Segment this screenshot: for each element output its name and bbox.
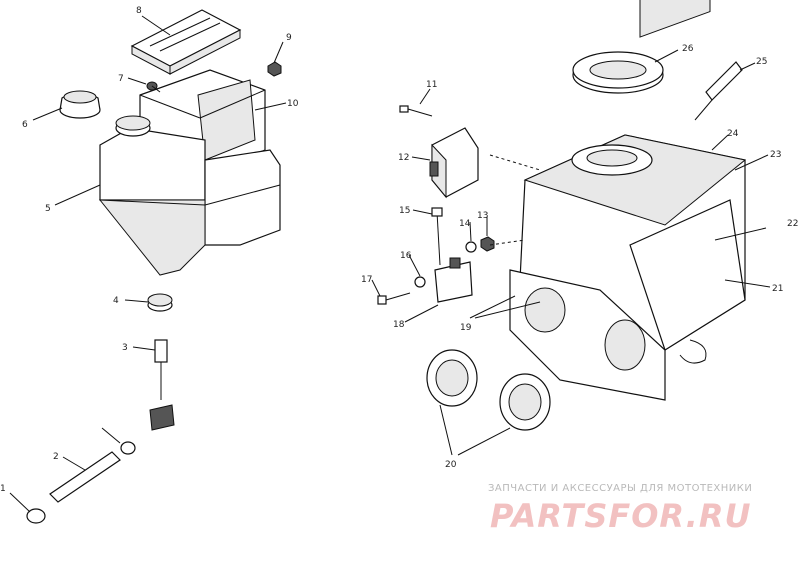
strap	[694, 61, 743, 121]
screw	[146, 81, 161, 93]
callout-13: 13	[477, 211, 488, 221]
callout-6: 6	[22, 120, 28, 130]
callout-10: 10	[287, 99, 299, 109]
callout-15: 15	[399, 206, 410, 216]
callout-20: 20	[445, 460, 457, 470]
callout-18: 18	[393, 320, 405, 330]
ignition-coil	[431, 207, 473, 303]
oil-tank	[98, 115, 281, 276]
leader-lines	[9, 15, 771, 513]
tank-cover	[130, 9, 242, 75]
callout-8: 8	[136, 6, 142, 16]
grommet	[147, 293, 173, 312]
nut	[480, 236, 495, 252]
hose-clamp	[26, 508, 46, 524]
callout-17: 17	[361, 275, 372, 285]
hose-clamp-upper	[120, 441, 136, 455]
intake-seal	[426, 349, 478, 407]
callout-14: 14	[459, 219, 471, 229]
washer	[465, 241, 477, 253]
callout-21: 21	[772, 284, 783, 294]
callout-3: 3	[122, 343, 128, 353]
airbox-seal	[572, 51, 664, 94]
oil-hose	[49, 451, 121, 503]
callout-12: 12	[398, 153, 409, 163]
callout-26: 26	[682, 44, 694, 54]
cdi-module	[429, 127, 479, 199]
oil-filter	[149, 339, 175, 431]
callout-7: 7	[118, 74, 124, 84]
washer	[414, 276, 426, 288]
callout-23: 23	[770, 150, 781, 160]
watermark-tagline: ЗАПЧАСТИ И АКСЕССУАРЫ ДЛЯ МОТОТЕХНИКИ	[488, 483, 753, 494]
callout-1: 1	[0, 484, 6, 494]
callout-22: 22	[787, 219, 798, 229]
tank-cap	[59, 90, 101, 119]
bolt	[399, 105, 433, 117]
callout-labels: 8 9 7 10 6 5 4 3 2 1 26 25 24 23 22 21 1…	[0, 6, 798, 494]
callout-2: 2	[53, 452, 59, 462]
callout-9: 9	[286, 33, 292, 43]
bolt	[377, 292, 411, 305]
callout-4: 4	[113, 296, 119, 306]
callout-19: 19	[460, 323, 472, 333]
callout-25: 25	[756, 57, 767, 67]
callout-5: 5	[45, 204, 51, 214]
callout-16: 16	[400, 251, 412, 261]
watermark-logo: PARTSFOR.RU	[490, 497, 752, 535]
nut	[267, 61, 282, 77]
callout-11: 11	[426, 80, 437, 90]
callout-24: 24	[727, 129, 739, 139]
airbox	[509, 0, 747, 401]
intake-seal	[499, 373, 551, 431]
